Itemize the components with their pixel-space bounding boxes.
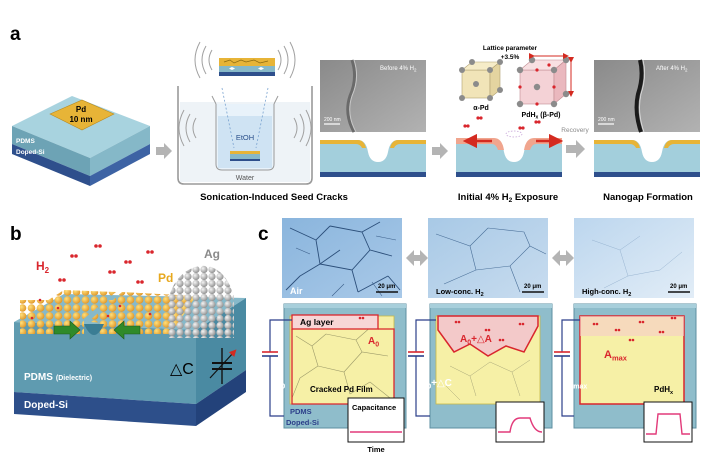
cracked-pd-label: Cracked Pd Film	[310, 385, 373, 394]
a0-label: A0	[368, 336, 379, 349]
sem-after-image: After 4% H2 200 nm	[594, 59, 700, 133]
recovery-label: Recovery	[561, 127, 589, 134]
process-arrow-1	[156, 143, 172, 159]
pdhx-label: PdHx (β-Pd)	[522, 112, 561, 121]
cross-section-exposure	[456, 130, 564, 177]
micro-air-label: Air	[290, 286, 303, 296]
cross-section-seed-crack	[320, 140, 426, 177]
c0-plus-delta-label: C0+△C	[420, 378, 452, 391]
micrograph-air	[282, 218, 402, 298]
process-arrow-2	[432, 143, 448, 159]
circuit-lines	[262, 319, 580, 417]
delta-c-label: △C	[170, 361, 194, 378]
step-seed-cracks: Sonication-Induced Seed Cracks	[200, 192, 348, 203]
capacitance-graph-high	[643, 401, 693, 443]
double-arrow-2	[552, 250, 574, 266]
cmax-label: Cmax	[566, 378, 587, 391]
pdhx-device-label: PdHx	[654, 385, 674, 396]
panel-b: b H2 Pd Ag	[10, 224, 246, 426]
sem-before-scale: 200 nm	[324, 117, 341, 123]
panel-c: c	[258, 218, 697, 454]
capacitance-graph-air	[347, 397, 405, 443]
micro-air-scale: 20 μm	[378, 284, 395, 290]
pdms-label: PDMS(Dielectric)	[24, 372, 92, 383]
pdms-device-label: PDMS	[290, 407, 312, 416]
capacitance-graph-low	[495, 401, 545, 443]
step-nanogap: Nanogap Formation	[603, 192, 693, 203]
svg-text:◂▸: ◂▸	[258, 66, 264, 72]
cross-section-nanogap	[594, 140, 700, 177]
alpha-pd-label: α-Pd	[473, 105, 489, 112]
sem-after-scale: 200 nm	[598, 117, 615, 123]
h2-label: H2	[36, 259, 50, 275]
micrograph-high	[574, 218, 694, 298]
micrograph-low	[428, 218, 548, 298]
lattice-label-1: Lattice parameter	[483, 45, 538, 52]
etoh-label: EtOH	[236, 133, 254, 142]
panel-c-letter: c	[258, 224, 269, 245]
a0-plus-delta-label: A0+△A	[460, 334, 492, 347]
chip-pd-label: Pd	[76, 105, 86, 114]
svg-text:◂▸: ◂▸	[229, 66, 235, 72]
sem-after-label: After 4% H2	[656, 66, 688, 73]
h2-molecules	[30, 244, 154, 320]
micro-high-scale: 20 μm	[670, 284, 687, 290]
micro-low-label: Low-conc. H2	[436, 287, 484, 298]
chip-thickness: 10 nm	[69, 115, 92, 124]
si-label: Doped-Si	[24, 400, 68, 411]
panel-a: a Pd 10 nm PDMS Doped-Si	[10, 24, 700, 204]
c0-label: C0	[274, 378, 285, 391]
variable-capacitor-icon	[209, 348, 237, 384]
amax-label: Amax	[604, 349, 628, 363]
time-axis-label: Time	[367, 445, 384, 454]
sem-before-image: Before 4% H2 200 nm	[320, 59, 426, 133]
pd-chip: Pd 10 nm PDMS Doped-Si	[12, 96, 150, 186]
water-label: Water	[236, 175, 255, 182]
si-device-label: Doped-Si	[286, 418, 319, 427]
lattice-illustration: Lattice parameter +3.5% α-Pd PdHx (β-Pd)	[459, 45, 574, 130]
h2-in-devices	[358, 316, 677, 342]
cracked-chip: ◂▸ ◂▸	[219, 58, 275, 76]
sem-before-label: Before 4% H2	[380, 66, 417, 73]
ag-label: Ag	[204, 247, 220, 261]
recovery-arrow: Recovery	[561, 127, 589, 158]
step-exposure: Initial 4% H2 Exposure	[458, 192, 558, 204]
pd-label: Pd	[158, 271, 173, 285]
chip-si-label: Doped-Si	[16, 149, 45, 156]
double-arrow-1	[406, 250, 428, 266]
panel-a-letter: a	[10, 24, 21, 45]
micro-high-label: High-conc. H2	[582, 287, 631, 298]
micro-low-scale: 20 μm	[524, 284, 541, 290]
capacitance-axis-label: Capacitance	[352, 403, 396, 412]
lattice-label-2: +3.5%	[501, 54, 520, 61]
chip-pdms-label: PDMS	[16, 138, 35, 145]
panel-b-letter: b	[10, 224, 22, 245]
ag-layer-label: Ag layer	[300, 317, 334, 327]
sonication-bath: EtOH Water	[177, 41, 313, 185]
